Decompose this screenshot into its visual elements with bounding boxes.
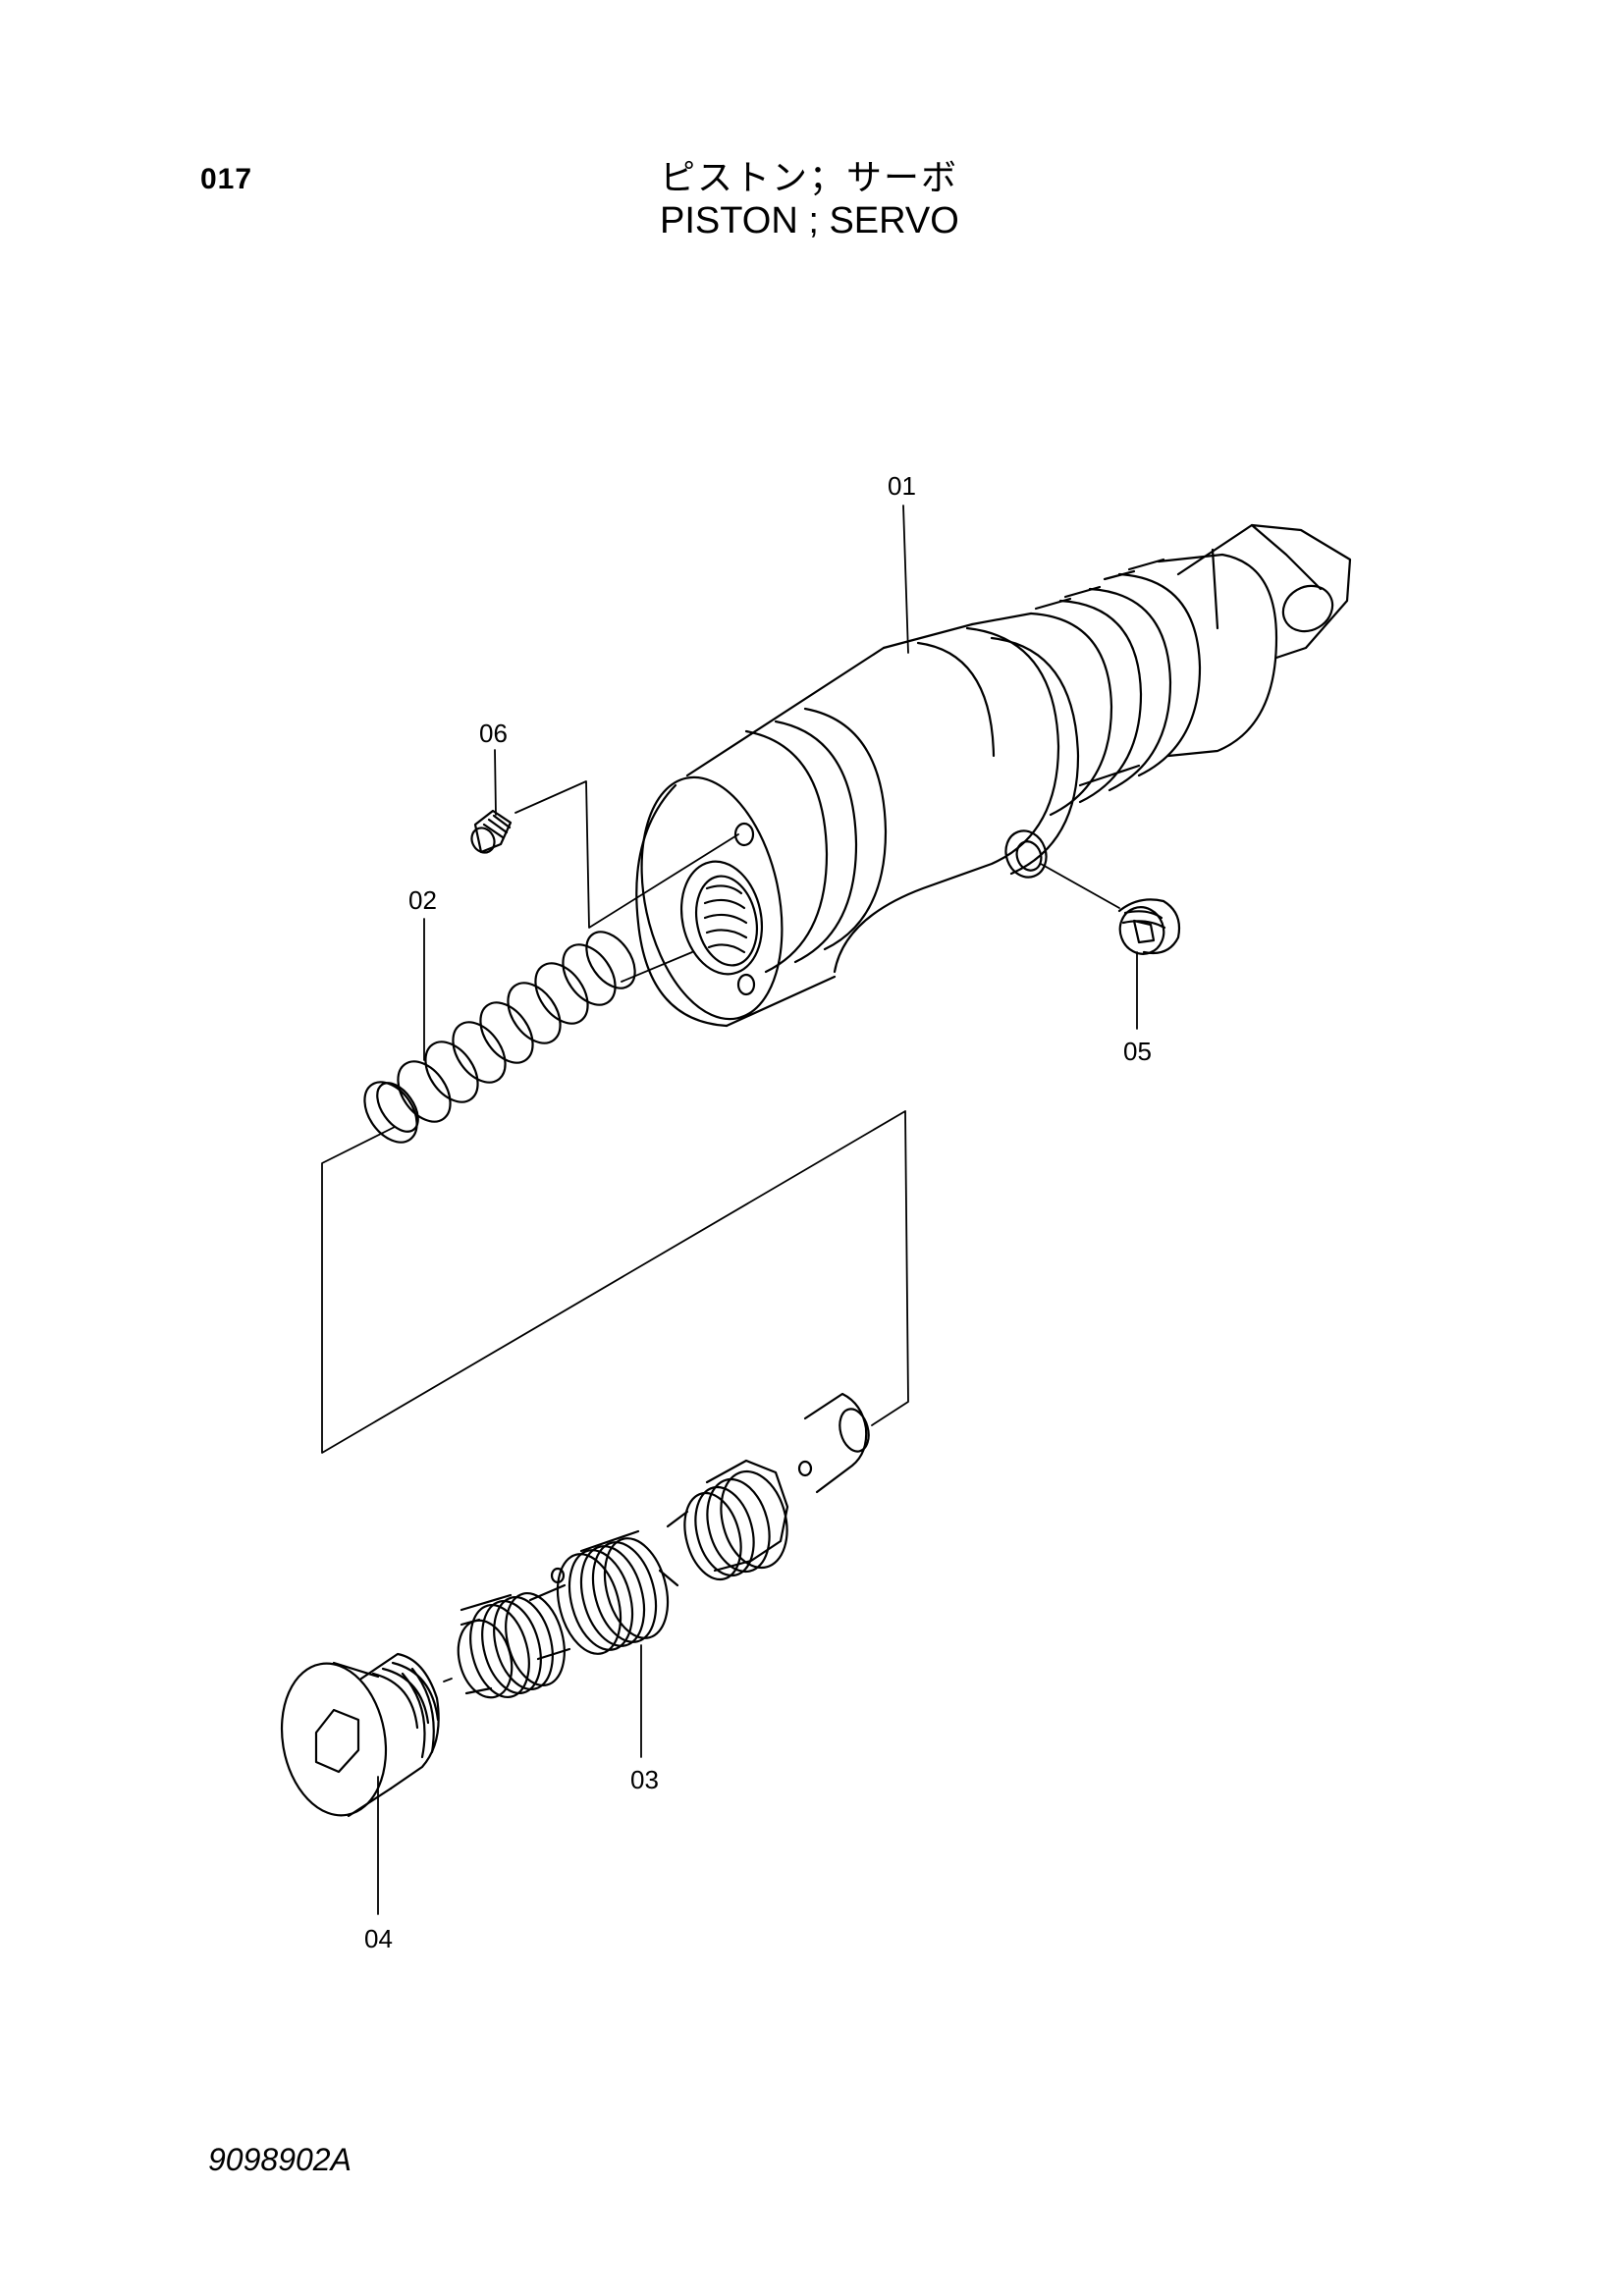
main-cylinder xyxy=(635,612,1080,1028)
leader-lines xyxy=(377,505,1138,1915)
part-servo-piston-body xyxy=(635,523,1352,1028)
part-spool xyxy=(457,1392,870,1699)
drawing-number: 9098902A xyxy=(208,2142,352,2177)
page-number: 017 xyxy=(200,163,253,195)
callout-02: 02 xyxy=(408,885,437,915)
callouts: 01 06 02 05 03 04 xyxy=(364,471,1152,1953)
part-spring xyxy=(363,931,636,1144)
callout-06: 06 xyxy=(479,719,508,748)
rear-grooves xyxy=(1029,553,1278,817)
title-english: PISTON ; SERVO xyxy=(660,200,959,241)
clevis-end xyxy=(1176,523,1352,660)
part-plug-small xyxy=(1117,898,1181,955)
part-set-screw xyxy=(470,809,513,854)
callout-01: 01 xyxy=(888,471,916,501)
callout-04: 04 xyxy=(364,1924,393,1953)
part-plug xyxy=(280,1652,440,1818)
assembly-lines xyxy=(321,780,1120,1682)
callout-05: 05 xyxy=(1123,1037,1152,1066)
callout-03: 03 xyxy=(630,1765,659,1794)
title-japanese: ピストン；サーボ xyxy=(660,158,959,198)
